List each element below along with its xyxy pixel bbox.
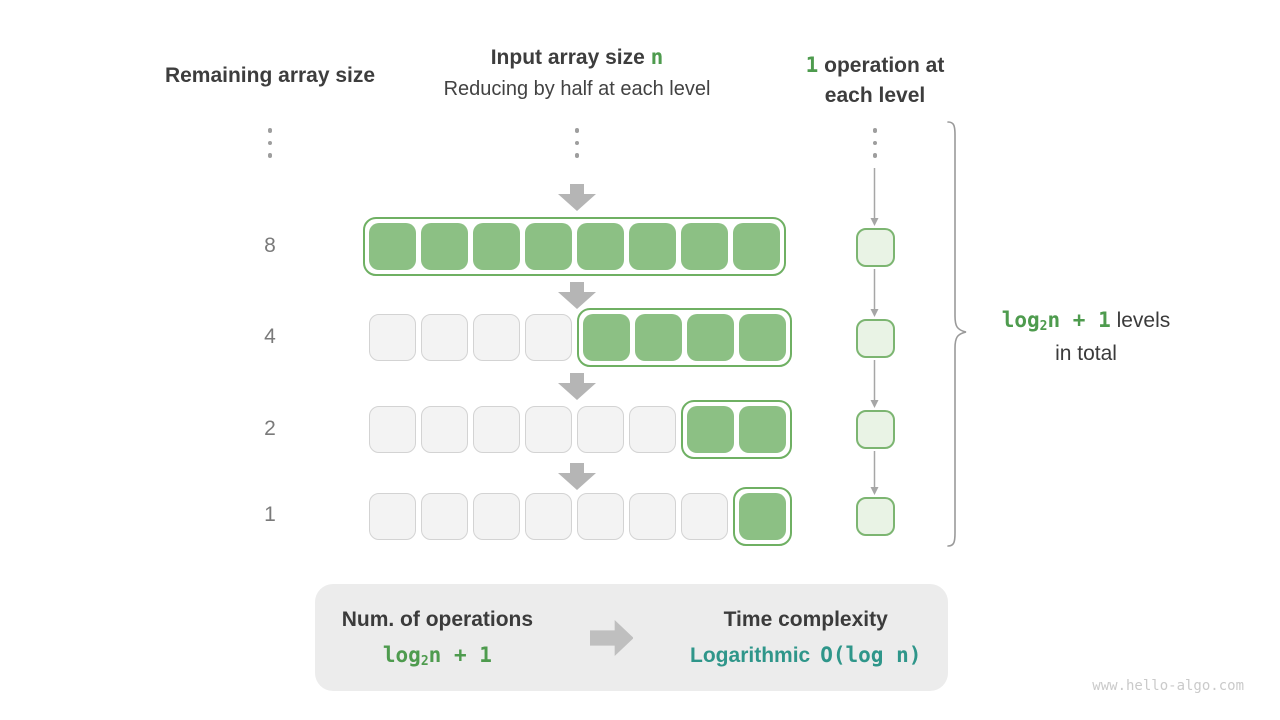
header-operations-per-level: 1 operation at each level <box>770 50 980 111</box>
operation-cell <box>856 228 895 267</box>
header-operations-one-token: 1 <box>805 53 819 77</box>
summary-complexity-block: Time complexity Logarithmic O(log n) <box>663 608 948 668</box>
array-cell-discarded <box>369 314 416 361</box>
down-arrow-icon <box>558 463 596 490</box>
connector-arrow-icon <box>870 269 879 317</box>
array-row-level-1 <box>363 217 786 276</box>
summary-complexity-value: Logarithmic O(log n) <box>663 643 948 668</box>
array-cell-discarded <box>525 314 572 361</box>
ellipsis-dot <box>267 128 273 133</box>
array-cell-discarded <box>525 493 572 540</box>
header-input-line1: Input array size n <box>397 45 757 70</box>
active-subarray-outline <box>681 400 792 459</box>
array-cell-active <box>577 223 624 270</box>
active-subarray-outline <box>363 217 786 276</box>
complexity-big-o: O(log n) <box>820 642 922 667</box>
right-arrow-icon <box>589 619 634 656</box>
ellipsis-dot <box>574 128 580 133</box>
header-operations-line1: 1 operation at <box>770 50 980 81</box>
summary-operations-title: Num. of operations <box>341 608 534 631</box>
remaining-size-label: 1 <box>264 503 276 526</box>
array-cell-discarded <box>473 314 520 361</box>
array-cell-active <box>681 223 728 270</box>
array-cell-discarded <box>681 493 728 540</box>
array-cell-discarded <box>629 493 676 540</box>
header-operations-line2: each level <box>824 84 926 107</box>
watermark: www.hello-algo.com <box>1092 678 1244 694</box>
active-subarray-outline <box>733 487 792 546</box>
complexity-name: Logarithmic <box>690 643 811 667</box>
operation-cell <box>856 319 895 358</box>
remaining-size-label: 8 <box>264 234 276 257</box>
remaining-size-label: 4 <box>264 325 276 348</box>
summary-box: Num. of operations log2n + 1 Time comple… <box>315 584 948 691</box>
array-cell-active <box>739 406 786 453</box>
ellipsis-dot <box>872 153 878 158</box>
connector-arrow-icon <box>870 168 879 226</box>
header-input-line2: Reducing by half at each level <box>443 78 711 100</box>
array-cell-active <box>421 223 468 270</box>
array-cell-active <box>369 223 416 270</box>
array-cell-active <box>629 223 676 270</box>
levels-total-line1: log2n + 1 levels <box>980 305 1192 339</box>
remaining-size-label: 2 <box>264 417 276 440</box>
levels-suffix: levels <box>1110 309 1171 332</box>
array-cell-discarded <box>577 406 624 453</box>
operation-cell <box>856 410 895 449</box>
ellipsis-dot <box>574 153 580 158</box>
array-cell-active <box>739 314 786 361</box>
header-input-array-size: Input array size n Reducing by half at e… <box>397 45 757 101</box>
array-cell-active <box>687 406 734 453</box>
down-arrow-icon <box>558 184 596 211</box>
array-row-level-4 <box>369 487 792 546</box>
array-cell-discarded <box>629 406 676 453</box>
header-remaining-array-size: Remaining array size <box>164 64 376 87</box>
array-cell-discarded <box>369 406 416 453</box>
array-row-level-3 <box>369 400 792 459</box>
array-cell-active <box>739 493 786 540</box>
ellipsis-dot <box>267 140 273 145</box>
curly-brace-icon <box>947 121 967 547</box>
ellipsis-dot <box>872 140 878 145</box>
vertical-ellipsis-center <box>574 128 580 158</box>
array-cell-discarded <box>473 406 520 453</box>
down-arrow-icon <box>558 373 596 400</box>
active-subarray-outline <box>577 308 792 367</box>
header-operations-line1-rest: operation at <box>818 54 945 77</box>
summary-operations-block: Num. of operations log2n + 1 <box>315 608 560 670</box>
header-input-prefix: Input array size <box>490 46 651 69</box>
summary-operations-formula: log2n + 1 <box>382 643 492 670</box>
levels-formula: log2n + 1 <box>1001 308 1111 335</box>
array-cell-active <box>733 223 780 270</box>
array-row-level-2 <box>369 308 792 367</box>
array-cell-active <box>525 223 572 270</box>
array-cell-active <box>635 314 682 361</box>
vertical-ellipsis-right <box>872 128 878 158</box>
levels-total-line2: in total <box>1055 342 1117 365</box>
array-cell-active <box>473 223 520 270</box>
ellipsis-dot <box>267 153 273 158</box>
down-arrow-icon <box>558 282 596 309</box>
vertical-ellipsis-left <box>267 128 273 158</box>
array-cell-active <box>687 314 734 361</box>
levels-total-label: log2n + 1 levels in total <box>980 305 1192 369</box>
summary-complexity-title: Time complexity <box>723 607 888 631</box>
operation-cell <box>856 497 895 536</box>
array-cell-discarded <box>369 493 416 540</box>
ellipsis-dot <box>872 128 878 133</box>
array-cell-active <box>583 314 630 361</box>
header-input-n-token: n <box>650 45 664 69</box>
connector-arrow-icon <box>870 360 879 408</box>
array-cell-discarded <box>421 406 468 453</box>
array-cell-discarded <box>421 493 468 540</box>
ellipsis-dot <box>574 140 580 145</box>
array-cell-discarded <box>577 493 624 540</box>
array-cell-discarded <box>421 314 468 361</box>
array-cell-discarded <box>525 406 572 453</box>
array-cell-discarded <box>473 493 520 540</box>
connector-arrow-icon <box>870 451 879 495</box>
